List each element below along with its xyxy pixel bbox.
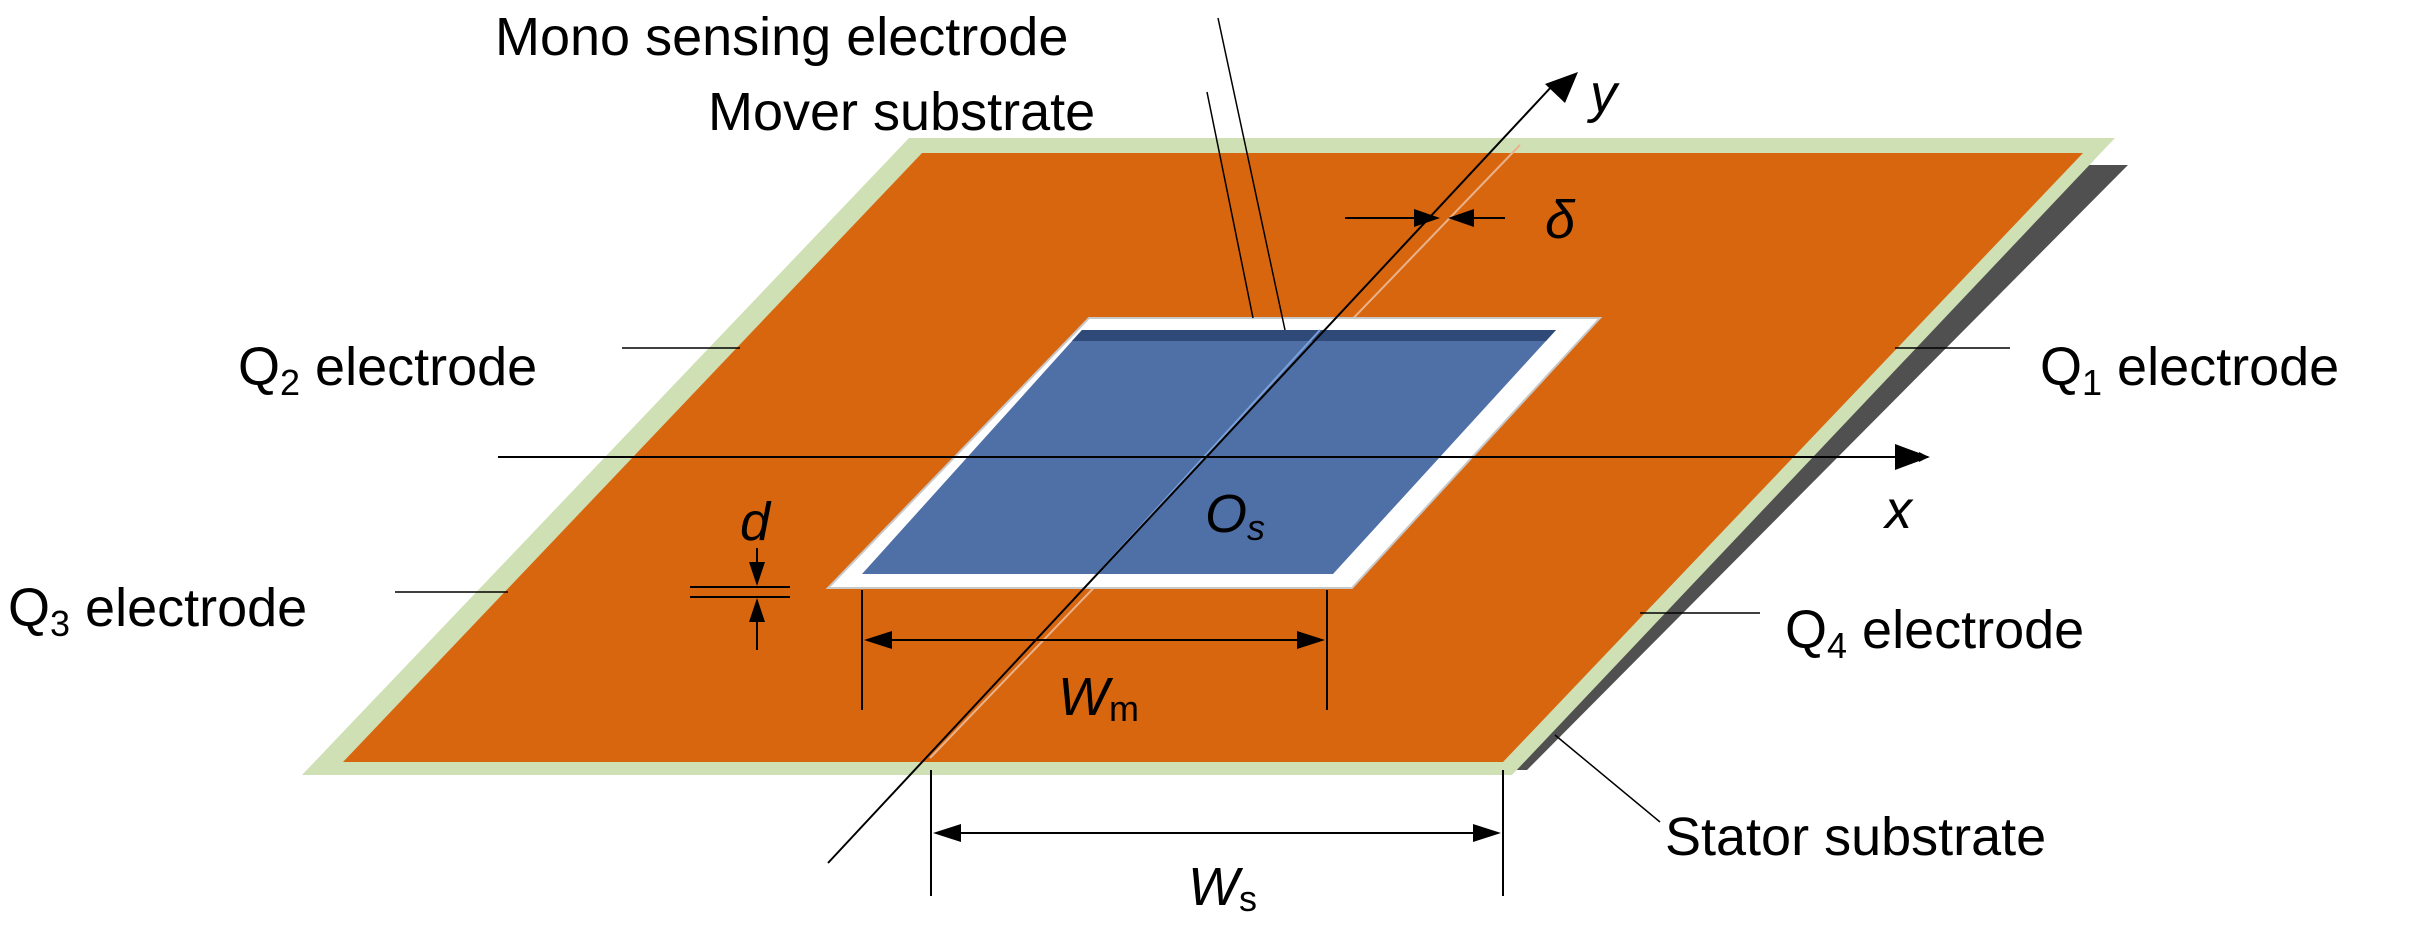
wm-label: Wm bbox=[1058, 667, 1139, 729]
d-arrow-top-head bbox=[749, 562, 765, 586]
delta-left-arrow-head bbox=[1414, 209, 1440, 227]
y-axis-line bbox=[827, 84, 1554, 864]
q3-electrode-label: Q3 electrode bbox=[8, 578, 307, 644]
d-label: d bbox=[740, 492, 772, 552]
ws-arrow-left bbox=[933, 824, 961, 842]
delta-right-arrow-head bbox=[1448, 209, 1474, 227]
mono-sensing-leader bbox=[1217, 17, 1286, 331]
origin-label: Os bbox=[1205, 484, 1265, 548]
wm-arrow-right bbox=[1297, 631, 1325, 649]
mover-substrate-leader bbox=[1206, 91, 1254, 319]
ws-arrow-right bbox=[1473, 824, 1501, 842]
q2-electrode-label: Q2 electrode bbox=[238, 337, 537, 403]
delta-label: δ bbox=[1545, 190, 1576, 250]
stator-substrate-label: Stator substrate bbox=[1665, 807, 2046, 867]
x-axis-arrow bbox=[1895, 444, 1930, 470]
ws-label: Ws bbox=[1188, 857, 1257, 919]
wm-arrow-left bbox=[864, 631, 892, 649]
mono-sensing-electrode-label: Mono sensing electrode bbox=[495, 7, 1068, 67]
q4-electrode-label: Q4 electrode bbox=[1785, 600, 2084, 666]
x-axis-label: x bbox=[1882, 480, 1914, 540]
y-axis-arrow bbox=[1545, 72, 1578, 103]
stator-substrate-leader bbox=[1554, 734, 1661, 823]
d-arrow-bottom-head bbox=[749, 598, 765, 622]
q1-electrode-label: Q1 electrode bbox=[2040, 337, 2339, 403]
y-axis-label: y bbox=[1586, 64, 1620, 124]
mover-substrate-label: Mover substrate bbox=[708, 82, 1095, 142]
